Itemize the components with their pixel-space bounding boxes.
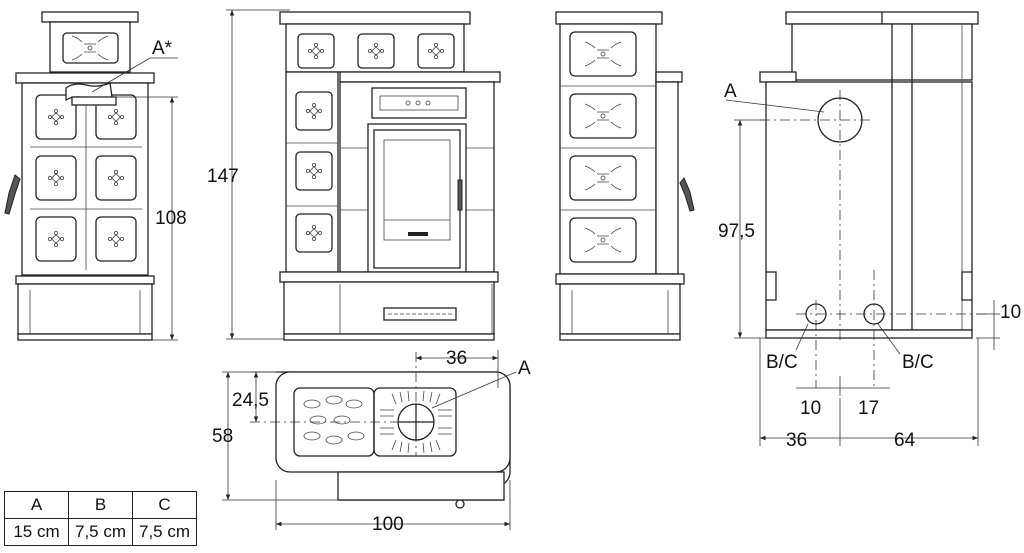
side-view-right	[555, 11, 695, 341]
table-value-a: 15 cm	[4, 518, 69, 546]
dim-offset-10: 10	[1000, 302, 1021, 323]
table-value-c: 7,5 cm	[132, 518, 197, 546]
label-flue-a-side: A	[724, 81, 737, 102]
table-header-row: A B C	[4, 491, 197, 519]
front-view: 147	[207, 9, 501, 341]
table-header-b: B	[68, 491, 133, 519]
rear-view: A 97,5 10 B/C B/C 10 17 36 64	[718, 11, 1021, 451]
table-value-row: 15 cm 7,5 cm 7,5 cm	[4, 518, 197, 546]
dim-depth-58: 58	[212, 426, 233, 447]
label-bc-left: B/C	[766, 352, 798, 373]
dim-bottom-17: 17	[858, 398, 879, 419]
dim-bottom-10: 10	[800, 398, 821, 419]
table-header-a: A	[4, 491, 69, 519]
dim-bottom-36: 36	[786, 430, 807, 451]
dim-width-100: 100	[372, 514, 404, 535]
dim-height-147: 147	[207, 166, 239, 187]
top-view: 36 A 24,5 58 100	[212, 348, 531, 535]
spec-table: A B C 15 cm 7,5 cm 7,5 cm	[4, 491, 197, 546]
label-flue-a-top: A	[518, 358, 531, 379]
label-bc-right: B/C	[902, 352, 934, 373]
side-view-left: A* 108	[4, 11, 187, 341]
table-header-c: C	[132, 491, 197, 519]
dim-top-36: 36	[446, 348, 467, 369]
label-a-star: A*	[152, 38, 173, 59]
dim-height-108: 108	[155, 208, 187, 229]
dim-bottom-64: 64	[894, 430, 916, 451]
dim-height-97-5: 97,5	[718, 221, 755, 242]
dim-depth-24-5: 24,5	[232, 390, 269, 411]
table-value-b: 7,5 cm	[68, 518, 133, 546]
